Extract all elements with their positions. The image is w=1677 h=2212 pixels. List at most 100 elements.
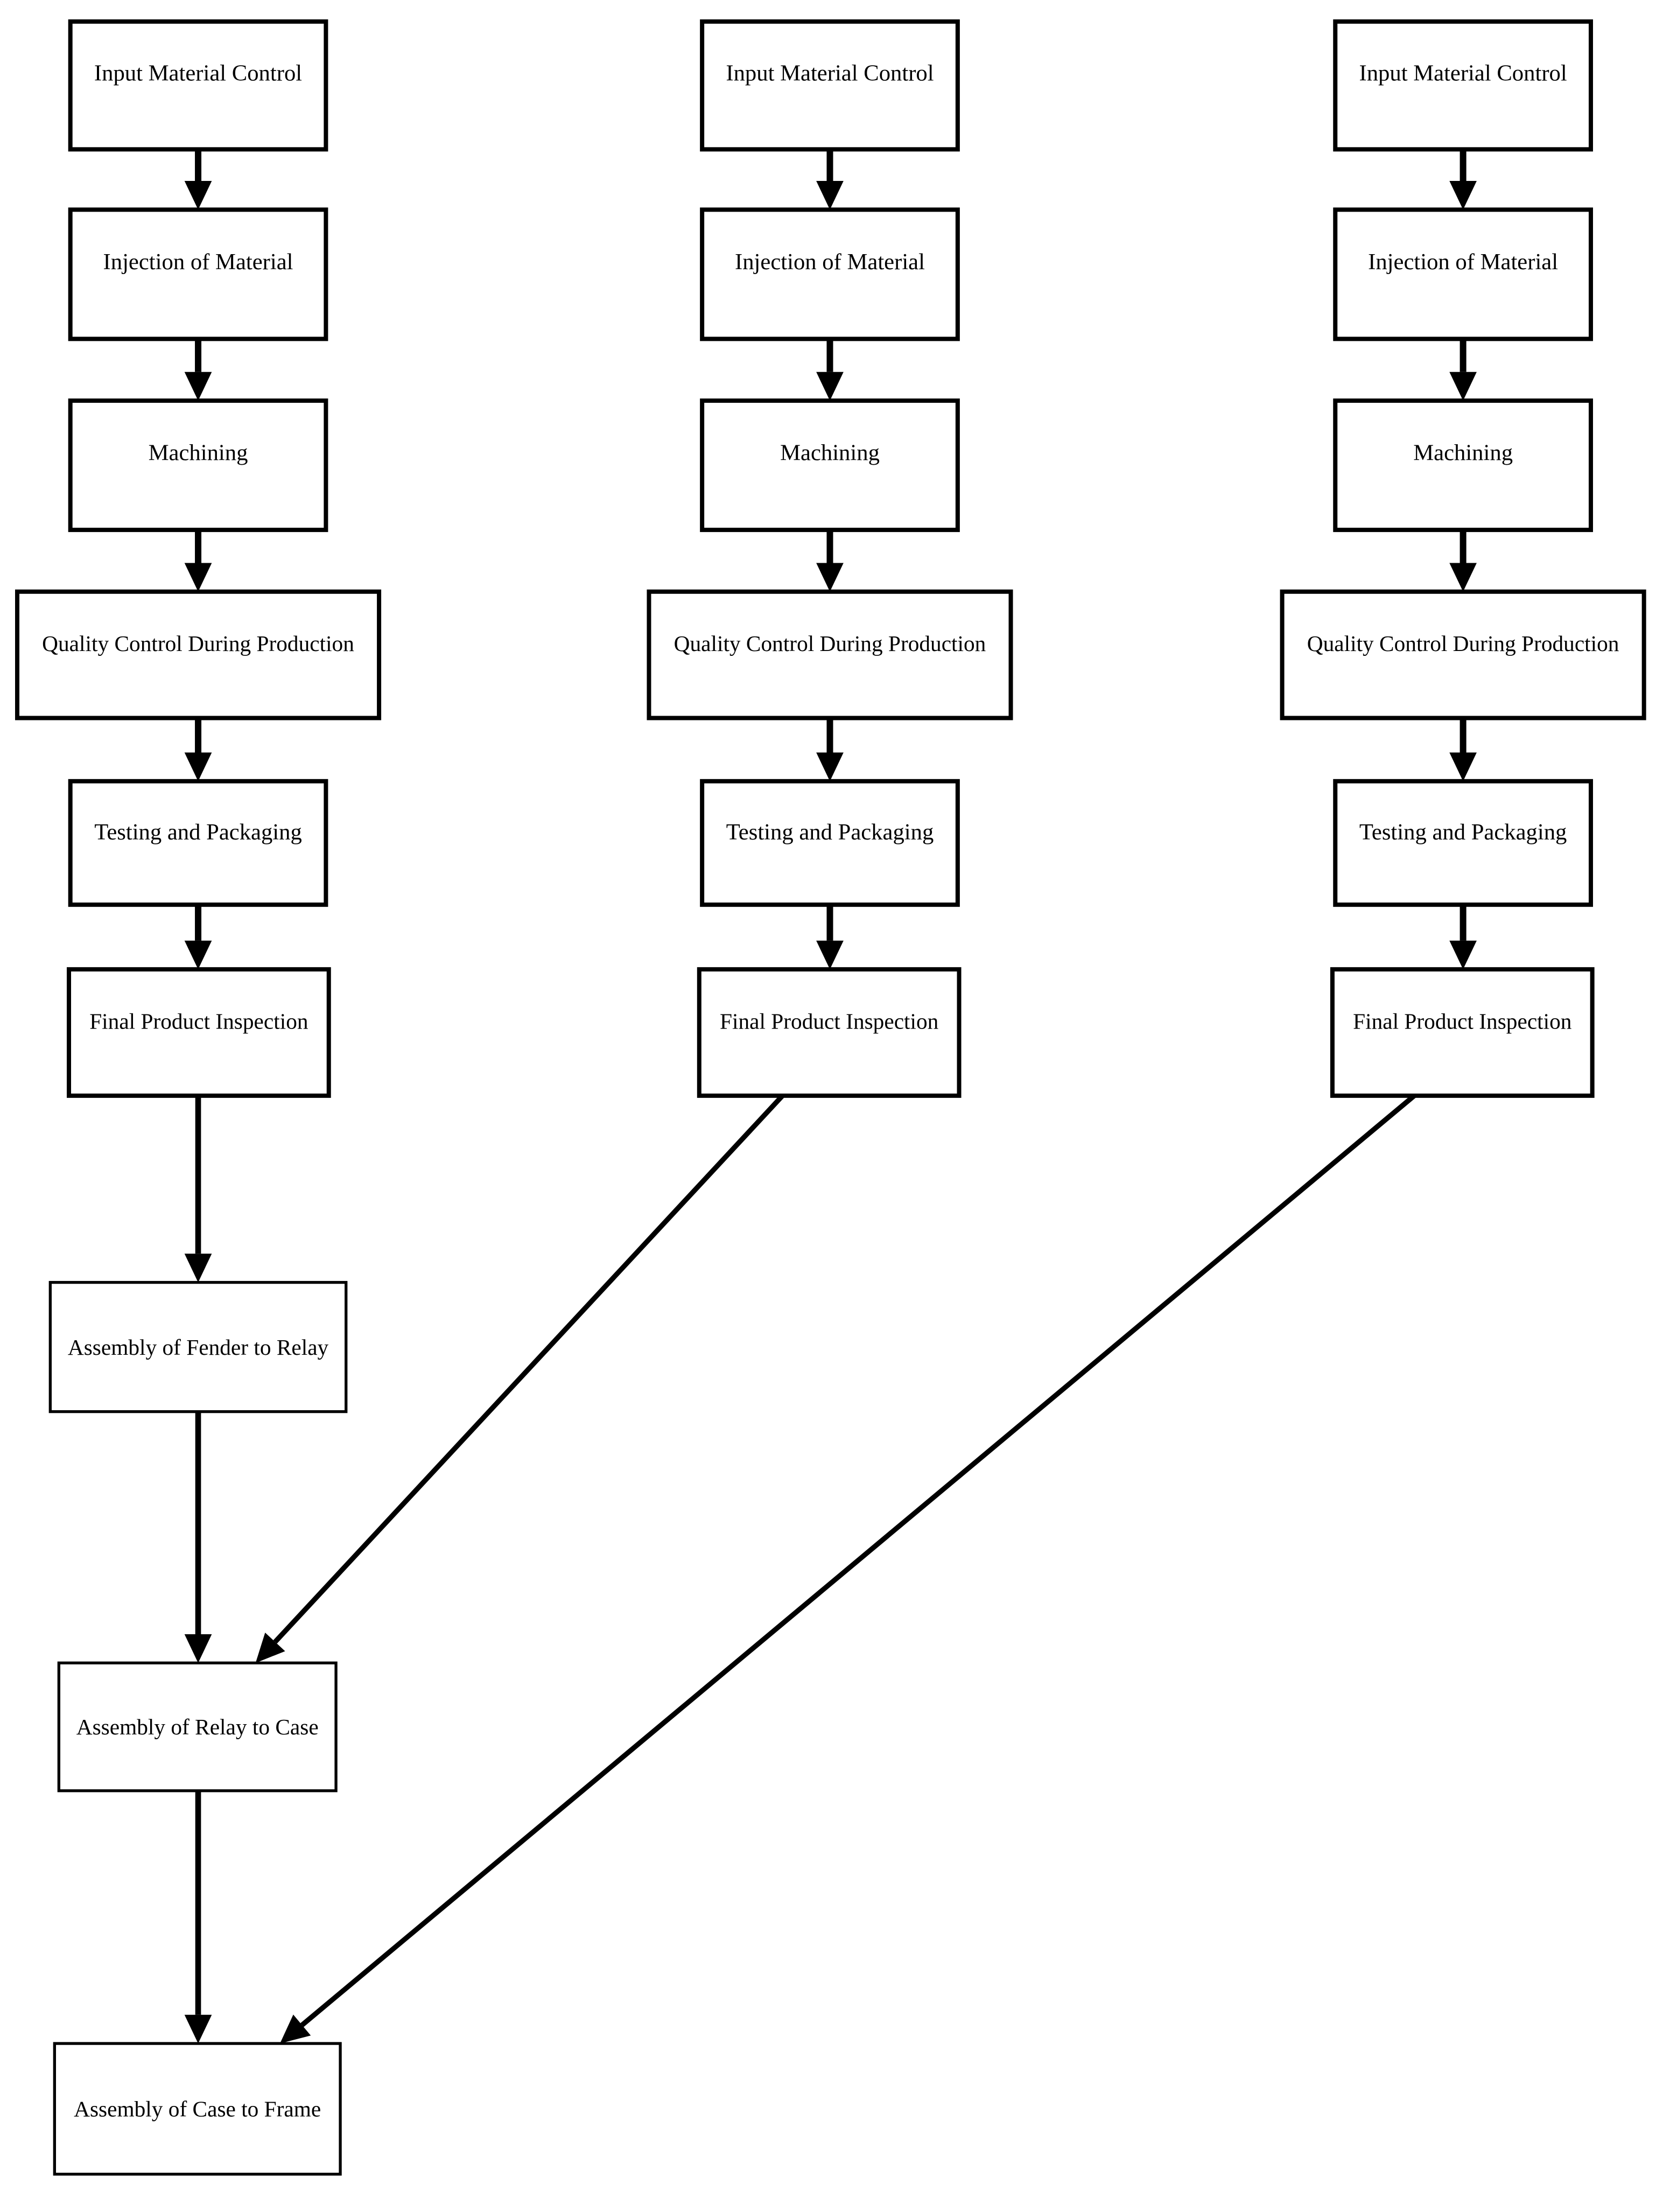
flow-node-label: Assembly of Fender to Relay: [68, 1335, 329, 1360]
flow-node-assembly-fender-to-relay: Assembly of Fender to Relay: [48, 1280, 348, 1413]
flow-node-assembly-case-to-frame: Assembly of Case to Frame: [53, 2042, 342, 2176]
flow-edge-arrowhead: [1449, 372, 1477, 401]
flow-node-line2-quality-control: Quality Control During Production: [647, 589, 1013, 720]
flow-node-box: [647, 589, 1013, 720]
flow-edge-line3-injection-of-material--to--line3-machining: [1449, 339, 1477, 401]
flow-node-line3-testing-packaging: Testing and Packaging: [1333, 779, 1593, 907]
flow-edge-line1-machining--to--line1-quality-control: [184, 530, 212, 592]
flow-edge-line1-quality-control--to--line1-testing-packaging: [184, 718, 212, 781]
flow-node-box: [700, 207, 960, 341]
flow-edge-arrowhead: [184, 181, 212, 210]
flow-node-line1-machining: Machining: [68, 398, 328, 533]
flow-node-line3-machining: Machining: [1333, 398, 1593, 533]
flow-node-label: Testing and Packaging: [94, 820, 302, 845]
flow-node-line2-input-material-control: Input Material Control: [700, 19, 960, 152]
flow-edge-arrowhead: [184, 563, 212, 592]
flow-node-label: Input Material Control: [94, 60, 302, 86]
flow-node-label: Input Material Control: [1359, 60, 1567, 86]
flow-node-label: Quality Control During Production: [42, 631, 354, 656]
flow-node-label: Quality Control During Production: [1307, 631, 1619, 656]
flow-node-line1-input-material-control: Input Material Control: [68, 19, 328, 152]
flow-edge-assembly-fender-to-relay--to--assembly-relay-to-case: [184, 1411, 212, 1663]
flow-node-box: [1333, 19, 1593, 152]
flow-node-box: [700, 398, 960, 533]
flow-edge-assembly-relay-to-case--to--assembly-case-to-frame: [184, 1790, 212, 2044]
flow-node-box: [700, 779, 960, 907]
flow-node-box: [1333, 207, 1593, 341]
flow-edge-arrowhead: [255, 1633, 285, 1663]
flow-edge-shaft: [273, 1094, 784, 1644]
flow-edge-line1-input-material-control--to--line1-injection-of-material: [184, 149, 212, 210]
flow-edge-arrowhead: [816, 940, 844, 970]
flow-edge-arrowhead: [1449, 940, 1477, 970]
flow-node-label: Injection of Material: [735, 249, 925, 275]
flow-node-box: [1330, 967, 1595, 1098]
flow-node-box: [68, 207, 328, 341]
flow-edge-line3-machining--to--line3-quality-control: [1449, 530, 1477, 592]
flow-node-label: Final Product Inspection: [1353, 1009, 1572, 1034]
flow-edge-line3-quality-control--to--line3-testing-packaging: [1449, 718, 1477, 781]
flow-node-box: [68, 779, 328, 907]
flow-node-line2-injection-of-material: Injection of Material: [700, 207, 960, 341]
flow-node-line1-testing-packaging: Testing and Packaging: [68, 779, 328, 907]
flow-node-label: Machining: [149, 440, 248, 466]
flow-edge-line3-input-material-control--to--line3-injection-of-material: [1449, 149, 1477, 210]
flow-node-label: Assembly of Case to Frame: [74, 2097, 321, 2122]
flow-edge-line1-final-inspection--to--assembly-fender-to-relay: [184, 1095, 212, 1283]
flow-edge-arrowhead: [184, 1634, 212, 1663]
flow-node-box: [53, 2042, 342, 2176]
flow-edge-arrowhead: [184, 1254, 212, 1283]
flow-edge-line1-injection-of-material--to--line1-machining: [184, 339, 212, 401]
flow-node-line3-injection-of-material: Injection of Material: [1333, 207, 1593, 341]
flow-edge-line1-testing-packaging--to--line1-final-inspection: [184, 905, 212, 970]
flow-node-line2-testing-packaging: Testing and Packaging: [700, 779, 960, 907]
flow-node-box: [68, 19, 328, 152]
flow-edge-arrowhead: [816, 563, 844, 592]
flow-node-line3-quality-control: Quality Control During Production: [1280, 589, 1646, 720]
flow-edge-line2-quality-control--to--line2-testing-packaging: [816, 718, 844, 781]
flow-edge-arrowhead: [816, 752, 844, 781]
flow-node-label: Machining: [780, 440, 880, 466]
flow-node-line1-quality-control: Quality Control During Production: [15, 589, 382, 720]
flow-edge-line2-machining--to--line2-quality-control: [816, 530, 844, 592]
flow-node-box: [700, 19, 960, 152]
flow-node-line2-final-inspection: Final Product Inspection: [697, 967, 962, 1098]
flow-node-label: Final Product Inspection: [89, 1009, 308, 1034]
flow-node-box: [15, 589, 382, 720]
flow-edge-arrowhead: [816, 372, 844, 401]
flow-edge-arrowhead: [1449, 181, 1477, 210]
flow-node-box: [1280, 589, 1646, 720]
flow-node-label: Injection of Material: [1368, 249, 1558, 275]
flow-edge-line2-input-material-control--to--line2-injection-of-material: [816, 149, 844, 210]
flow-edge-arrowhead: [816, 181, 844, 210]
flow-edge-arrowhead: [1449, 563, 1477, 592]
flow-node-line2-machining: Machining: [700, 398, 960, 533]
flow-edge-line2-injection-of-material--to--line2-machining: [816, 339, 844, 401]
flow-node-assembly-relay-to-case: Assembly of Relay to Case: [57, 1661, 338, 1793]
flow-edge-line2-testing-packaging--to--line2-final-inspection: [816, 905, 844, 970]
flow-node-label: Injection of Material: [103, 249, 293, 275]
flow-node-label: Input Material Control: [726, 60, 934, 86]
flow-edge-arrowhead: [280, 2014, 311, 2044]
flow-node-box: [67, 967, 331, 1098]
flow-edge-line3-final-inspection--to--assembly-case-to-frame: [280, 1094, 1416, 2044]
flow-edge-line3-testing-packaging--to--line3-final-inspection: [1449, 905, 1477, 970]
flow-node-box: [48, 1280, 348, 1413]
flow-node-box: [68, 398, 328, 533]
flow-edge-arrowhead: [184, 940, 212, 970]
flow-node-label: Assembly of Relay to Case: [76, 1714, 319, 1739]
flow-node-box: [1333, 398, 1593, 533]
flow-edge-arrowhead: [1449, 752, 1477, 781]
flow-edge-shaft: [300, 1094, 1416, 2027]
flow-node-label: Final Product Inspection: [720, 1009, 939, 1034]
flow-node-label: Quality Control During Production: [674, 631, 986, 656]
flow-node-label: Testing and Packaging: [726, 820, 934, 845]
flow-edge-arrowhead: [184, 372, 212, 401]
flow-node-box: [57, 1661, 338, 1793]
flow-edge-arrowhead: [184, 2014, 212, 2044]
flow-node-line3-final-inspection: Final Product Inspection: [1330, 967, 1595, 1098]
flow-node-label: Machining: [1413, 440, 1513, 466]
